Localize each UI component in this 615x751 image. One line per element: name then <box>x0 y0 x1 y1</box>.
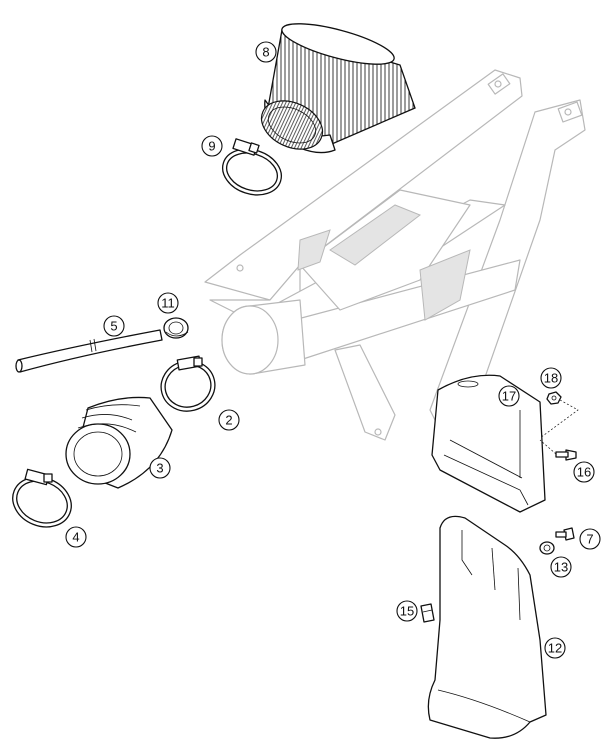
callout-label: 8 <box>262 45 269 60</box>
hose-clamp-9 <box>222 138 282 196</box>
callout-2: 2 <box>218 409 240 431</box>
callout-5: 5 <box>103 315 125 337</box>
callout-label: 12 <box>548 641 562 656</box>
callout-label: 5 <box>110 319 117 334</box>
callout-label: 9 <box>208 139 215 154</box>
callout-label: 17 <box>502 389 516 404</box>
callout-4: 4 <box>65 526 87 548</box>
grommet <box>163 317 189 339</box>
callout-label: 7 <box>586 532 593 547</box>
callout-label: 2 <box>225 413 232 428</box>
callout-label: 11 <box>161 296 175 311</box>
air-filter-cone <box>260 23 416 154</box>
callout-7: 7 <box>579 528 601 550</box>
mudflap <box>427 515 547 739</box>
hose-clamp-2 <box>160 355 216 412</box>
callout-16: 16 <box>573 461 595 483</box>
intake-boot <box>65 396 173 489</box>
callout-9: 9 <box>201 135 223 157</box>
callout-13: 13 <box>550 556 572 578</box>
callout-label: 18 <box>544 371 558 386</box>
collar <box>539 541 555 555</box>
callout-3: 3 <box>149 457 171 479</box>
callout-11: 11 <box>157 292 179 314</box>
nut <box>539 391 579 439</box>
callout-8: 8 <box>255 41 277 63</box>
clip <box>420 603 435 623</box>
callout-18: 18 <box>540 367 562 389</box>
callout-label: 16 <box>577 465 591 480</box>
screw-16 <box>539 439 577 461</box>
callout-label: 3 <box>156 461 163 476</box>
callout-label: 4 <box>72 530 79 545</box>
mudguard-bracket <box>431 374 546 513</box>
hose-clamp-4 <box>12 468 72 528</box>
subframe <box>204 69 586 441</box>
callout-label: 15 <box>400 604 414 619</box>
vent-hose <box>15 329 163 373</box>
callout-17: 17 <box>498 385 520 407</box>
callout-12: 12 <box>544 637 566 659</box>
screw-7 <box>555 527 575 541</box>
callout-label: 13 <box>554 560 568 575</box>
callout-15: 15 <box>396 600 418 622</box>
